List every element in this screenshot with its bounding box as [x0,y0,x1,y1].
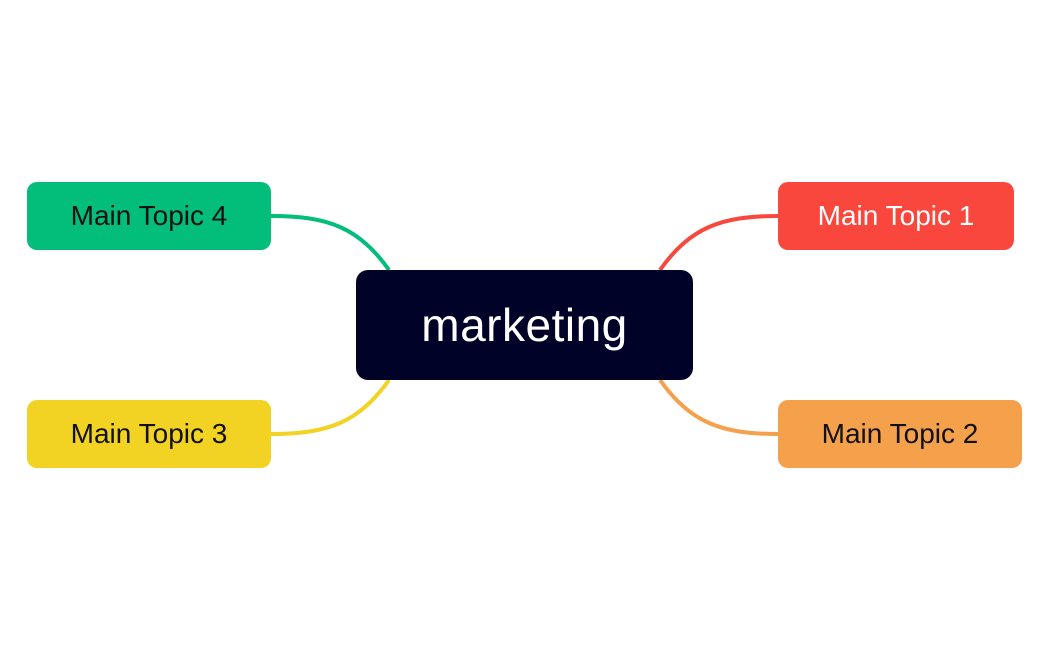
central-topic[interactable]: marketing [356,270,693,380]
main-topic-2[interactable]: Main Topic 2 [778,400,1022,468]
main-topic-4[interactable]: Main Topic 4 [27,182,271,250]
main-topic-2-label: Main Topic 2 [821,418,979,449]
connector-topic-2 [658,378,779,436]
main-topic-4-label: Main Topic 4 [70,200,228,231]
central-topic-label: marketing [421,299,628,351]
main-topic-1-label: Main Topic 1 [817,200,975,231]
main-topic-1[interactable]: Main Topic 1 [778,182,1014,250]
main-topic-3-label: Main Topic 3 [70,418,228,449]
main-topic-3[interactable]: Main Topic 3 [27,400,271,468]
connector-topic-4 [270,214,391,272]
connector-topic-3 [270,378,391,436]
connector-topic-1 [658,214,779,272]
